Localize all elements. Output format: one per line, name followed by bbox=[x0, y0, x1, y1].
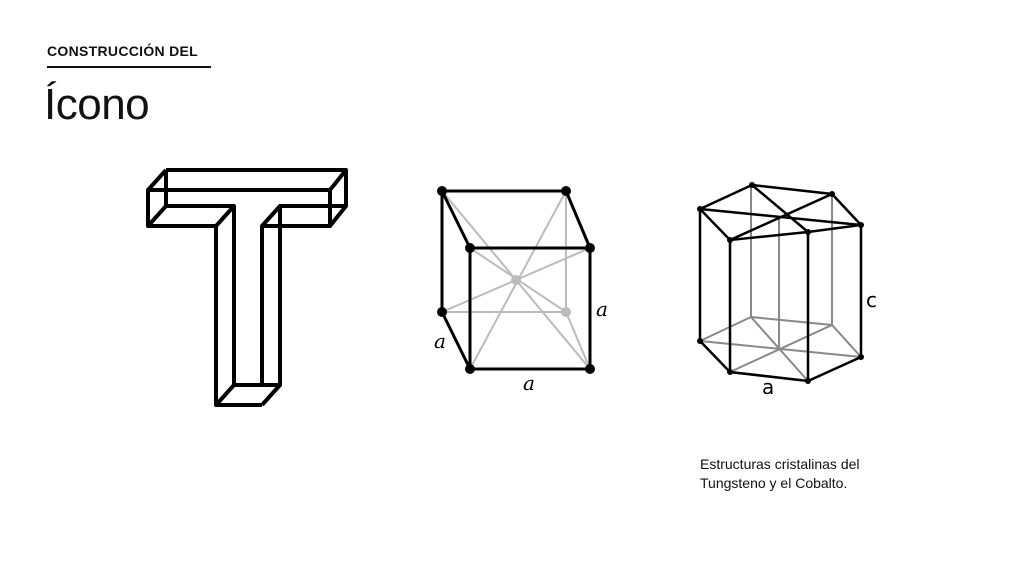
section-kicker: CONSTRUCCIÓN DEL bbox=[47, 43, 199, 59]
width-label: a bbox=[523, 371, 535, 395]
caption-line: Tungsteno y el Cobalto. bbox=[700, 475, 848, 491]
height-label: c bbox=[866, 288, 877, 312]
figure-caption: Estructuras cristalinas del Tungsteno y … bbox=[700, 455, 920, 493]
height-label: a bbox=[596, 297, 608, 321]
t-letter-3d-icon bbox=[146, 168, 348, 407]
width-label: a bbox=[762, 375, 774, 399]
bcc-cube-diagram: a a a bbox=[434, 186, 608, 395]
page-title: Ícono bbox=[44, 80, 150, 129]
divider bbox=[47, 66, 211, 68]
hcp-hexagonal-diagram: c a bbox=[697, 182, 877, 399]
depth-label: a bbox=[434, 329, 446, 353]
caption-line: Estructuras cristalinas del bbox=[700, 456, 860, 472]
